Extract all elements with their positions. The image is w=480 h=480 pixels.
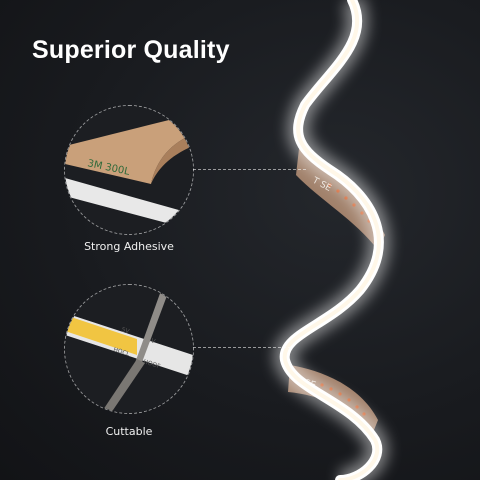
connector-line-adhesive <box>193 169 306 170</box>
adhesive-tape-illustration: 3M 300L <box>65 106 193 234</box>
scissor-blade-top <box>135 285 171 365</box>
connector-line-cuttable <box>193 347 291 348</box>
peeled-tape <box>65 114 193 184</box>
strip-light-core <box>282 0 381 480</box>
strip-mark-2: 5V <box>146 336 157 345</box>
strip-mark-1: 5V <box>120 326 131 335</box>
white-strip <box>65 178 193 230</box>
cutting-illustration: 5V 5V HOCL HOOF <box>65 285 193 413</box>
cob-segment <box>65 315 137 355</box>
adhesive-detail-circle: 3M 300L <box>64 105 194 235</box>
caption-cuttable: Cuttable <box>105 425 153 438</box>
cuttable-detail-circle: 5V 5V HOCL HOOF <box>64 284 194 414</box>
scissor-blade-bottom <box>101 359 145 413</box>
page-title: Superior Quality <box>32 36 230 64</box>
caption-strong-adhesive: Strong Adhesive <box>84 240 174 253</box>
